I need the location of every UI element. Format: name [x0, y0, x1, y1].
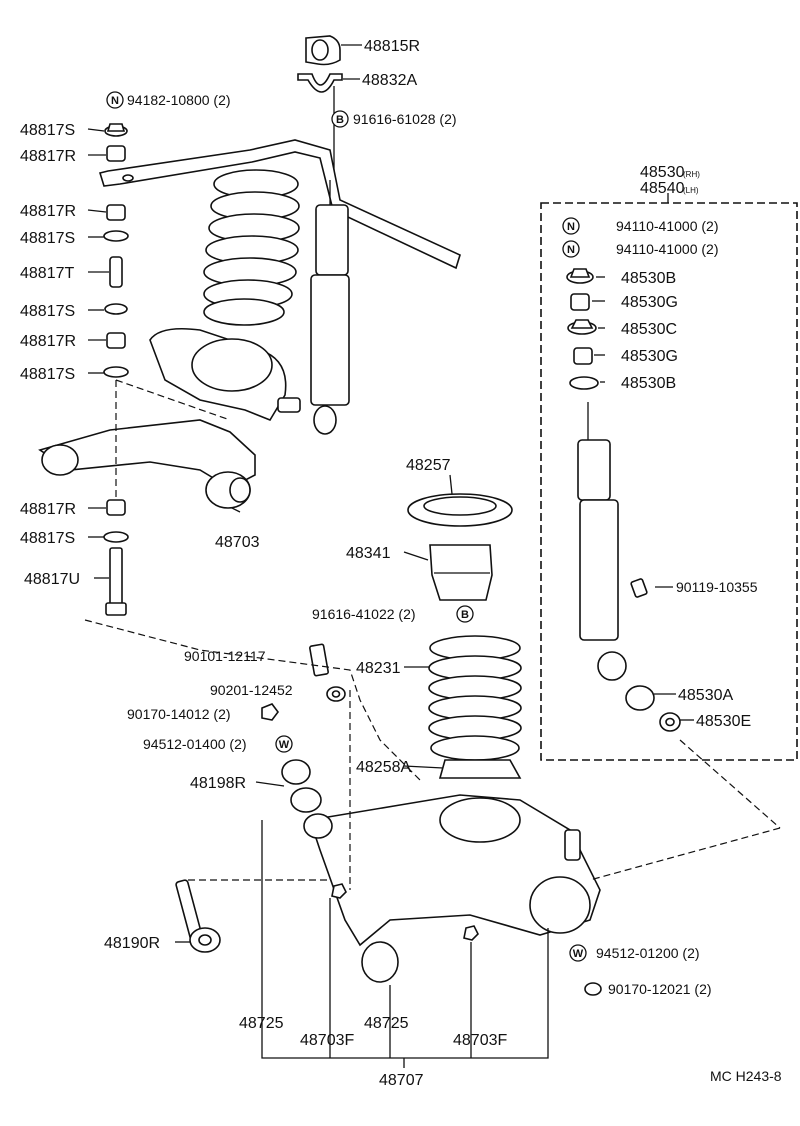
- b-badge: B: [456, 605, 474, 623]
- svg-text:N: N: [567, 221, 575, 233]
- box-leader-dash-2: [589, 827, 781, 881]
- label-48725: 48725: [239, 1015, 284, 1032]
- svg-text:N: N: [111, 95, 119, 107]
- label-48540: 48540: [640, 180, 685, 197]
- upper-control-arm: [38, 327, 301, 509]
- n-badge: N: [562, 240, 580, 258]
- lower-control-arm: [308, 794, 601, 983]
- shock-kit-stack: [566, 268, 599, 390]
- label-48190R: 48190R: [104, 935, 160, 952]
- label-90170-12021: 90170-12021 (2): [608, 981, 712, 997]
- label-48530A: 48530A: [678, 687, 733, 704]
- label-48817U: 48817U: [24, 571, 80, 588]
- w-badge: W: [275, 735, 293, 753]
- label-91616-61028: 91616-61028 (2): [353, 111, 457, 127]
- label-48817R: 48817R: [20, 333, 76, 350]
- strut-bar-48190R: [175, 879, 221, 953]
- label-48817R: 48817R: [20, 203, 76, 220]
- nut-48703F-left: [331, 883, 347, 899]
- label-48530G: 48530G: [621, 294, 678, 311]
- label-48817S: 48817S: [20, 530, 75, 547]
- shock-kit-box: [540, 202, 798, 761]
- label-94110-41000: 94110-41000 (2): [616, 241, 718, 257]
- label-48530B: 48530B: [621, 375, 676, 392]
- svg-text:N: N: [567, 244, 575, 256]
- label-48540-lh: (LH): [683, 186, 699, 195]
- label-48707: 48707: [379, 1072, 424, 1089]
- diagram-reference-code: MC H243-8: [710, 1068, 782, 1084]
- label-48817S: 48817S: [20, 230, 75, 247]
- stabilizer-bushing-48815R: [305, 35, 341, 66]
- label-94512-01200: 94512-01200 (2): [596, 945, 700, 961]
- n-badge: N: [562, 217, 580, 235]
- label-48817S: 48817S: [20, 122, 75, 139]
- label-90201-12452: 90201-12452: [210, 682, 293, 698]
- label-48815R: 48815R: [364, 38, 420, 55]
- label-90119-10355: 90119-10355: [676, 579, 758, 595]
- label-94512-01400: 94512-01400 (2): [143, 736, 247, 752]
- label-48725: 48725: [364, 1015, 409, 1032]
- label-94182-10800: 94182-10800 (2): [127, 92, 231, 108]
- spring-seat-48257: [407, 493, 513, 527]
- label-48817R: 48817R: [20, 501, 76, 518]
- label-48832A: 48832A: [362, 72, 417, 89]
- box-leader-dash: [679, 739, 781, 829]
- svg-text:W: W: [279, 739, 290, 751]
- label-94110-41000: 94110-41000 (2): [616, 218, 718, 234]
- bolt-90101: [309, 643, 346, 702]
- label-48341: 48341: [346, 545, 391, 562]
- svg-text:B: B: [336, 114, 344, 126]
- strut-bar-48198R: [281, 759, 333, 839]
- label-48530: 48530: [640, 164, 685, 181]
- front-shock-absorber: [310, 180, 350, 435]
- bound-bumper-48341: [429, 544, 493, 601]
- label-48817T: 48817T: [20, 265, 74, 282]
- svg-text:B: B: [461, 609, 469, 621]
- w-badge: W: [569, 944, 587, 962]
- nut-48703F-right: [463, 925, 479, 941]
- group-bracket-48707: [261, 820, 549, 1059]
- label-48817S: 48817S: [20, 303, 75, 320]
- upper-coil-spring: [203, 169, 300, 326]
- nut-90170: [261, 703, 279, 721]
- nut-90170-12021: [584, 982, 602, 996]
- label-48530G: 48530G: [621, 348, 678, 365]
- label-48530E: 48530E: [696, 713, 751, 730]
- leader-lines: [87, 44, 694, 943]
- label-48817R: 48817R: [20, 148, 76, 165]
- label-48703: 48703: [215, 534, 260, 551]
- label-90170-14012: 90170-14012 (2): [127, 706, 231, 722]
- link-dashed-line-2: [115, 379, 231, 421]
- label-91616-41022: 91616-41022 (2): [312, 606, 416, 622]
- label-48257: 48257: [406, 457, 451, 474]
- label-90101-12117: 90101-12117: [184, 648, 266, 664]
- stabilizer-bar: [98, 139, 461, 270]
- upper-link-stack: [103, 123, 129, 616]
- rear-shock-absorber: [577, 402, 681, 732]
- spring-seat-48258A: [438, 759, 522, 779]
- stabilizer-bracket-48832A: [297, 73, 343, 93]
- label-48258A: 48258A: [356, 759, 411, 776]
- label-48530-rh: (RH): [683, 170, 700, 179]
- label-48817S: 48817S: [20, 366, 75, 383]
- n-badge: N: [106, 91, 124, 109]
- frame-dashed-line: [84, 619, 421, 781]
- svg-text:W: W: [573, 948, 584, 960]
- label-48231: 48231: [356, 660, 401, 677]
- label-48703F: 48703F: [300, 1032, 354, 1049]
- label-48703F: 48703F: [453, 1032, 507, 1049]
- label-48198R: 48198R: [190, 775, 246, 792]
- label-48530B: 48530B: [621, 270, 676, 287]
- b-badge: B: [331, 110, 349, 128]
- rear-coil-spring-48231: [428, 635, 522, 761]
- label-48530C: 48530C: [621, 321, 677, 338]
